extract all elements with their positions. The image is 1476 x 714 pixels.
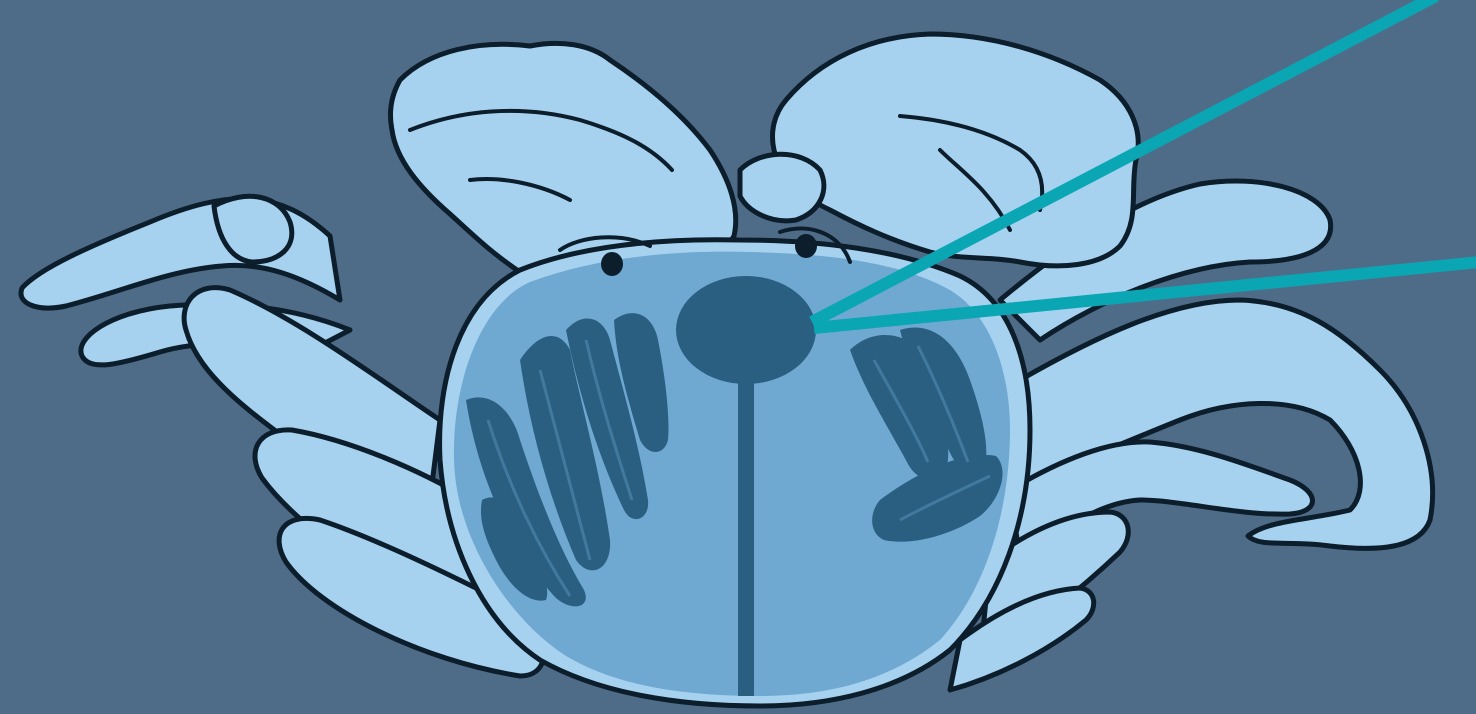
central-organ <box>676 276 816 384</box>
left-eye <box>601 252 623 276</box>
central-vessel <box>738 370 754 696</box>
mouthpart <box>740 154 824 221</box>
right-eye <box>795 234 817 258</box>
